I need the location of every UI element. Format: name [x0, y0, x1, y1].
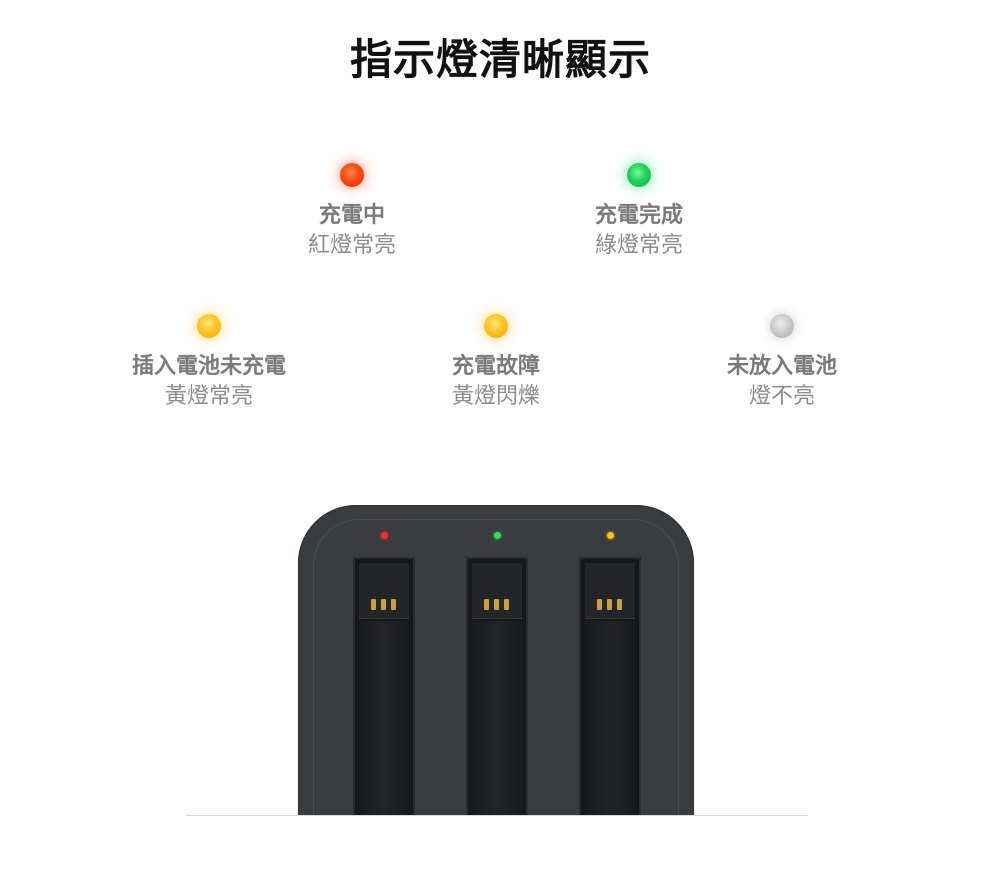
battery-slot	[353, 557, 415, 816]
indicator-label: 充電中	[318, 203, 385, 228]
red-light-icon	[340, 163, 364, 187]
indicator-charging: 充電中 紅燈常亮	[232, 155, 472, 261]
indicator-charge-complete: 充電完成 綠燈常亮	[519, 155, 759, 261]
yellow-light-icon	[197, 314, 221, 338]
indicator-description: 燈不亮	[748, 384, 815, 409]
indicator-inserted-not-charging: 插入電池未充電 黃燈常亮	[89, 306, 329, 412]
indicator-description: 紅燈常亮	[307, 233, 396, 258]
charger-rim	[313, 519, 679, 816]
baseline-divider	[186, 815, 808, 816]
green-light-icon	[627, 163, 651, 187]
contact-pins	[369, 599, 399, 611]
slot-led-red	[381, 532, 388, 539]
slot-led-yellow	[607, 532, 614, 539]
slot-cavity	[359, 621, 409, 816]
indicator-charge-fault: 充電故障 黃燈閃爍	[376, 306, 616, 412]
indicator-description: 黃燈閃爍	[451, 384, 540, 409]
charger-illustration	[298, 505, 694, 816]
indicator-description: 綠燈常亮	[594, 233, 683, 258]
slot-contact-area	[585, 563, 635, 619]
contact-pins	[595, 599, 625, 611]
slot-contact-area	[472, 563, 522, 619]
battery-slot	[466, 557, 528, 816]
slot-cavity	[585, 621, 635, 816]
indicator-label: 充電完成	[594, 203, 683, 228]
indicator-label: 插入電池未充電	[131, 354, 286, 379]
yellow-blinking-light-icon	[484, 314, 508, 338]
page-title: 指示燈清晰顯示	[349, 35, 651, 84]
indicator-no-battery: 未放入電池 燈不亮	[662, 306, 902, 412]
slot-cavity	[472, 621, 522, 816]
slot-led-green	[494, 532, 501, 539]
contact-pins	[482, 599, 512, 611]
indicator-label: 未放入電池	[726, 354, 837, 379]
slot-contact-area	[359, 563, 409, 619]
battery-slot	[579, 557, 641, 816]
indicator-label: 充電故障	[451, 354, 540, 379]
indicator-description: 黃燈常亮	[164, 384, 253, 409]
gray-light-icon	[770, 314, 794, 338]
